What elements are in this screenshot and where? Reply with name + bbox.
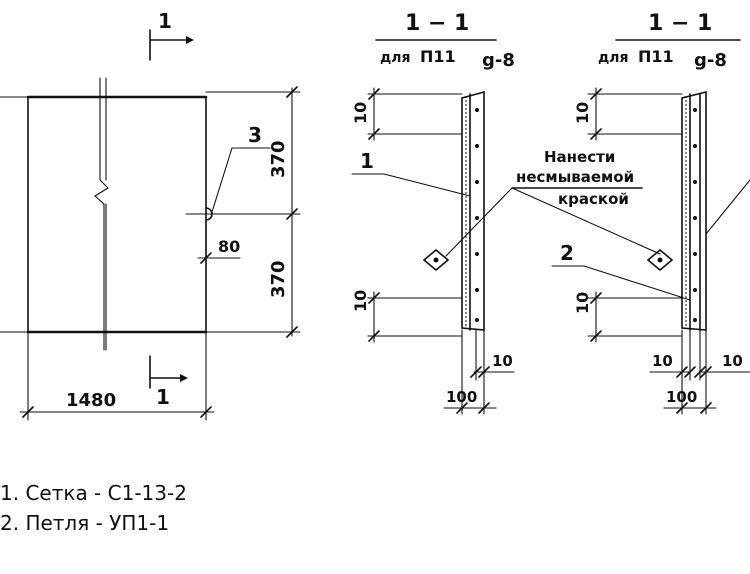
marking-note-line3: краской bbox=[558, 190, 629, 208]
loop-offset-dimension: 80 bbox=[197, 213, 241, 264]
section-right-subtitle-a: для bbox=[598, 50, 629, 66]
dim-width: 1480 bbox=[66, 390, 116, 411]
section-mark-top-label: 1 bbox=[158, 9, 172, 33]
section-mark-bottom: 1 bbox=[149, 355, 188, 409]
section-left-dim-top: 10 bbox=[351, 102, 370, 124]
section-right-dim-bottom: 10 bbox=[573, 292, 592, 314]
section-right-dim-top: 10 bbox=[573, 102, 592, 124]
section-left-title-text: 1 − 1 bbox=[405, 11, 469, 36]
plan-width-dimension: 1480 bbox=[19, 331, 215, 421]
section-left-title: 1 − 1 для П11 g-8 bbox=[375, 11, 515, 71]
loop-callout: 3 bbox=[205, 123, 271, 221]
section-right-title-text: 1 − 1 bbox=[648, 11, 712, 36]
section-right-dim-side-right: 10 bbox=[722, 352, 743, 370]
plan-view: 1 3 bbox=[0, 9, 301, 421]
section-right-subtitle-b: П11 bbox=[638, 47, 674, 66]
section-right: 1 − 1 для П11 g-8 10 bbox=[551, 11, 750, 415]
marking-note: Нанести несмываемой краской bbox=[445, 148, 661, 257]
section-left-subtitle-c: g-8 bbox=[482, 50, 515, 71]
marking-note-line1: Нанести bbox=[544, 148, 615, 166]
note-item: 2. Петля - УП1-1 bbox=[0, 511, 170, 535]
notes-list: 1. Сетка - С1-13-2 2. Петля - УП1-1 bbox=[0, 478, 187, 538]
dim-bottom-half: 370 bbox=[268, 260, 289, 298]
section-right-subtitle-c: g-8 bbox=[694, 50, 727, 71]
section-right-vertical-dims: 10 10 bbox=[573, 87, 683, 343]
dim-loop: 80 bbox=[218, 237, 240, 256]
section-left-callout-label: 1 bbox=[360, 149, 374, 173]
loop-callout-label: 3 bbox=[248, 123, 262, 147]
section-left-marker-icon bbox=[422, 248, 450, 272]
section-mark-bottom-label: 1 bbox=[156, 385, 170, 409]
section-right-callout: 2 bbox=[551, 241, 691, 301]
section-right-profile bbox=[681, 90, 707, 331]
section-left-dim-base: 100 bbox=[446, 388, 477, 406]
section-left: 1 − 1 для П11 g-8 10 bbox=[351, 11, 515, 415]
section-left-subtitle-b: П11 bbox=[420, 47, 456, 66]
section-right-callout-label: 2 bbox=[560, 241, 574, 265]
section-right-marker-icon bbox=[646, 248, 674, 272]
section-left-callout: 1 bbox=[351, 149, 471, 197]
section-left-horizontal-dims: 10 100 bbox=[443, 329, 515, 415]
section-left-vertical-dims: 10 10 bbox=[351, 87, 463, 343]
section-right-dim-base: 100 bbox=[666, 388, 697, 406]
section-left-subtitle-a: для bbox=[380, 50, 411, 66]
section-left-profile bbox=[461, 90, 485, 331]
note-item: 1. Сетка - С1-13-2 bbox=[0, 481, 187, 505]
marking-note-line2: несмываемой bbox=[516, 168, 634, 186]
dim-top-half: 370 bbox=[268, 140, 289, 178]
section-right-title: 1 − 1 для П11 g-8 bbox=[598, 11, 741, 71]
section-mark-top: 1 bbox=[149, 9, 194, 61]
section-right-horizontal-dims: 10 10 100 bbox=[649, 329, 750, 415]
section-left-dim-side: 10 bbox=[492, 352, 513, 370]
plan-height-dimensions: 370 370 bbox=[185, 86, 301, 338]
section-left-dim-bottom: 10 bbox=[351, 290, 370, 312]
mesh-panel bbox=[0, 77, 208, 351]
section-right-dim-side-left: 10 bbox=[652, 352, 673, 370]
